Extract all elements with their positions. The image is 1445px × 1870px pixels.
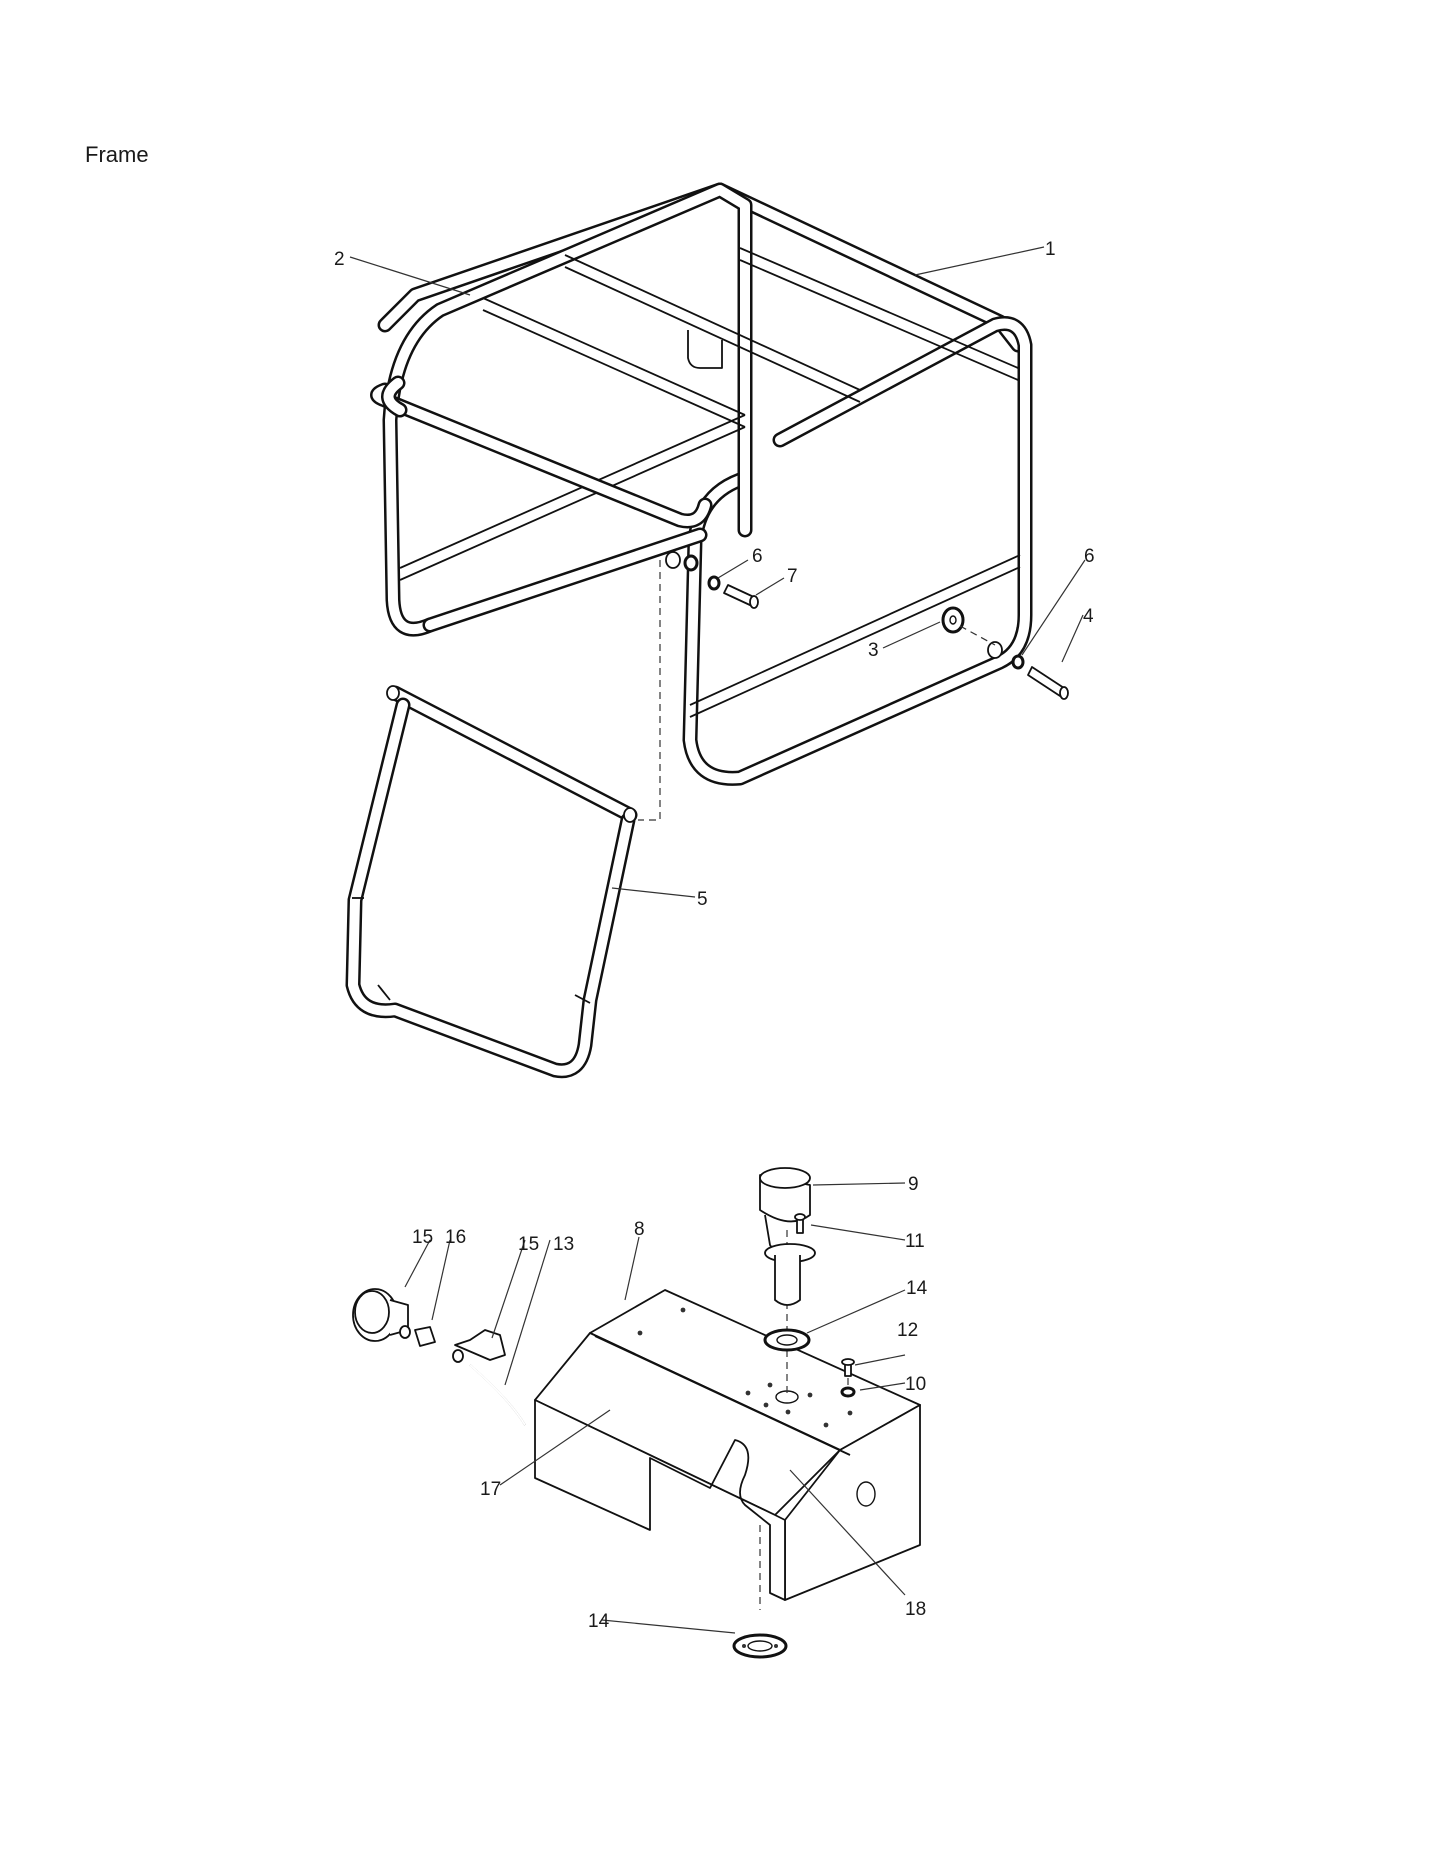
callout-10: 10 <box>905 1374 926 1395</box>
elbow-part-15 <box>452 1329 506 1363</box>
callout-12: 12 <box>897 1320 918 1341</box>
fuel-cap-part-9 <box>759 1167 811 1253</box>
bolt-7 <box>723 584 759 609</box>
callout-15a: 15 <box>412 1227 433 1248</box>
fitting-part-16 <box>399 1325 436 1347</box>
hose-part-13 <box>469 1364 526 1426</box>
frame-part-2 <box>370 375 713 529</box>
handle-part-5 <box>345 685 638 1079</box>
callout-1: 1 <box>1045 239 1056 260</box>
callout-6a: 6 <box>752 546 763 567</box>
callout-17: 17 <box>480 1479 501 1500</box>
washer-6-upper <box>683 554 721 591</box>
callout-8: 8 <box>634 1219 645 1240</box>
screw-part-12 <box>841 1358 855 1377</box>
filler-neck <box>764 1243 816 1306</box>
gasket-part-14-upper <box>763 1328 811 1352</box>
grommet-3 <box>941 606 965 634</box>
callout-14a: 14 <box>906 1278 928 1299</box>
leader-lines <box>349 246 1086 1634</box>
gasket-part-14-lower <box>732 1633 788 1659</box>
washer-part-10 <box>840 1386 856 1398</box>
bushing-lower <box>987 641 1003 659</box>
screw-part-11 <box>794 1213 806 1234</box>
callout-2: 2 <box>334 249 345 270</box>
callout-18: 18 <box>905 1599 926 1620</box>
callout-13: 13 <box>553 1234 574 1255</box>
callout-7: 7 <box>787 566 798 587</box>
frame-part-1 <box>377 182 1033 786</box>
fuel-tank-part-8 <box>534 1289 921 1601</box>
bushing-upper <box>665 551 681 569</box>
callout-16: 16 <box>445 1227 466 1248</box>
callout-15b: 15 <box>518 1234 539 1255</box>
callout-3: 3 <box>868 640 879 661</box>
callout-6b: 6 <box>1084 546 1095 567</box>
bolt-4 <box>1027 666 1069 700</box>
callout-11: 11 <box>905 1231 925 1252</box>
callout-4: 4 <box>1083 606 1094 627</box>
callout-labels: 1 2 3 4 5 6 6 7 8 9 10 11 12 13 14 14 15… <box>334 239 1095 1632</box>
callout-5: 5 <box>697 889 708 910</box>
callout-14b: 14 <box>588 1611 610 1632</box>
callout-9: 9 <box>908 1174 919 1195</box>
gauge-part-15 <box>352 1288 409 1342</box>
page-title: Frame <box>85 142 149 167</box>
washer-6-lower <box>1011 654 1025 670</box>
